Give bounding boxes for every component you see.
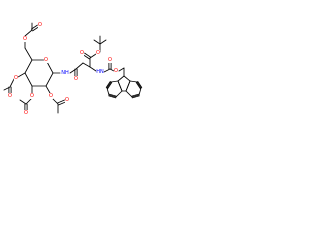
- carbamate-nh-label-background: [96, 69, 104, 75]
- c6-carbonyl-oxygen-label: O: [38, 22, 42, 28]
- c6-ester-oxygen-label-background: [22, 36, 28, 42]
- ring-bond: [24, 59, 33, 74]
- fluorene-bond: [123, 75, 131, 82]
- benzo-bond: [108, 94, 117, 98]
- benzo-bond: [115, 90, 123, 98]
- tbu-methyl-bond: [99, 39, 107, 45]
- ring-bond: [24, 72, 33, 87]
- c6-carbonyl-oxygen-label-background: [37, 22, 43, 28]
- c2-ester-oxygen-label-background: [48, 93, 54, 99]
- carbonyl-bond: [30, 24, 38, 30]
- benzo-double-bond: [131, 93, 140, 97]
- ring-bond: [45, 72, 54, 87]
- chain-bond: [82, 62, 91, 68]
- ring-oxygen-label: O: [44, 57, 48, 63]
- fluorene-bond: [117, 75, 125, 82]
- benzo-bond: [138, 87, 142, 96]
- ring-oxygen-label-background: [43, 57, 49, 63]
- benzo-double-bond: [131, 95, 140, 99]
- c2-o-bond: [45, 85, 51, 94]
- alpha-n-bond: [89, 66, 97, 72]
- amide-nh-label: NH: [61, 70, 69, 76]
- amide-carbonyl-oxygen-label-background: [73, 76, 79, 82]
- benzo-double-bond: [108, 95, 117, 99]
- chain-bond: [75, 62, 84, 70]
- carbamate-alkoxy-oxygen-label-background: [113, 68, 119, 74]
- ester-carbonyl-bond: [82, 54, 90, 60]
- c2-ester-oxygen-label: O: [49, 93, 53, 99]
- benzo-bond: [110, 80, 119, 83]
- benzo-bond: [106, 87, 110, 96]
- carbonyl-bond: [32, 26, 40, 32]
- carbamate-bond: [103, 68, 111, 73]
- c4-ester-oxygen-label: O: [14, 75, 18, 81]
- ester-bond: [24, 29, 33, 37]
- ch2-bond: [24, 47, 33, 61]
- c3-ester-oxygen-label-background: [29, 93, 35, 99]
- amide-nh-label-background: [61, 70, 69, 76]
- ester-o-bond: [89, 53, 97, 59]
- tbu-methyl-bond: [93, 39, 101, 45]
- benzo-double-bond: [137, 81, 143, 88]
- carbamate-nh-label: HN: [96, 69, 104, 75]
- acetyl-methyl-bond: [19, 99, 27, 105]
- ester-carbonyl-bond: [84, 52, 92, 58]
- benzo-bond: [129, 80, 138, 83]
- c4-carbonyl-oxygen-label-background: [7, 93, 13, 99]
- c6-ester-oxygen-label: O: [23, 36, 27, 42]
- carbonyl-bond: [58, 101, 66, 106]
- fmoc-ch2-bond: [118, 67, 125, 72]
- c4-carbonyl-oxygen-label: O: [8, 93, 12, 99]
- benzo-bond: [125, 90, 133, 98]
- ester-carbonyl-oxygen-label: O: [80, 50, 84, 56]
- benzo-bond: [131, 94, 140, 98]
- benzo-bond: [117, 80, 123, 92]
- carbonyl-bond: [57, 99, 65, 104]
- c3-ester-oxygen-label: O: [30, 93, 34, 99]
- ester-carbonyl-oxygen-label-background: [79, 50, 85, 56]
- benzo-double-bond: [135, 82, 141, 89]
- ester-alkoxy-oxygen-label-background: [95, 50, 101, 56]
- benzo-bond: [106, 81, 112, 89]
- benzo-double-bond: [108, 93, 117, 97]
- ester-alkoxy-oxygen-label: O: [96, 50, 100, 56]
- c3-carbonyl-oxygen-label-background: [23, 110, 29, 116]
- benzo-double-bond: [107, 82, 113, 89]
- c4-ester-oxygen-label-background: [13, 75, 19, 81]
- carbamate-carbonyl-oxygen-label: O: [108, 57, 112, 63]
- c2-carbonyl-oxygen-label-background: [64, 97, 70, 103]
- ester-bond: [9, 78, 15, 88]
- amide-carbonyl-oxygen-label: O: [74, 76, 78, 82]
- carbamate-o-bond: [109, 68, 115, 72]
- c2-carbonyl-oxygen-label: O: [65, 97, 69, 103]
- benzo-bond: [136, 81, 142, 89]
- c4-o-bond: [17, 72, 26, 78]
- carbamate-carbonyl-oxygen-label-background: [107, 57, 113, 63]
- carbamate-alkoxy-oxygen-label: O: [114, 68, 118, 74]
- benzo-bond: [125, 80, 131, 92]
- benzo-double-bond: [105, 81, 111, 88]
- c3-carbonyl-oxygen-label: O: [24, 110, 28, 116]
